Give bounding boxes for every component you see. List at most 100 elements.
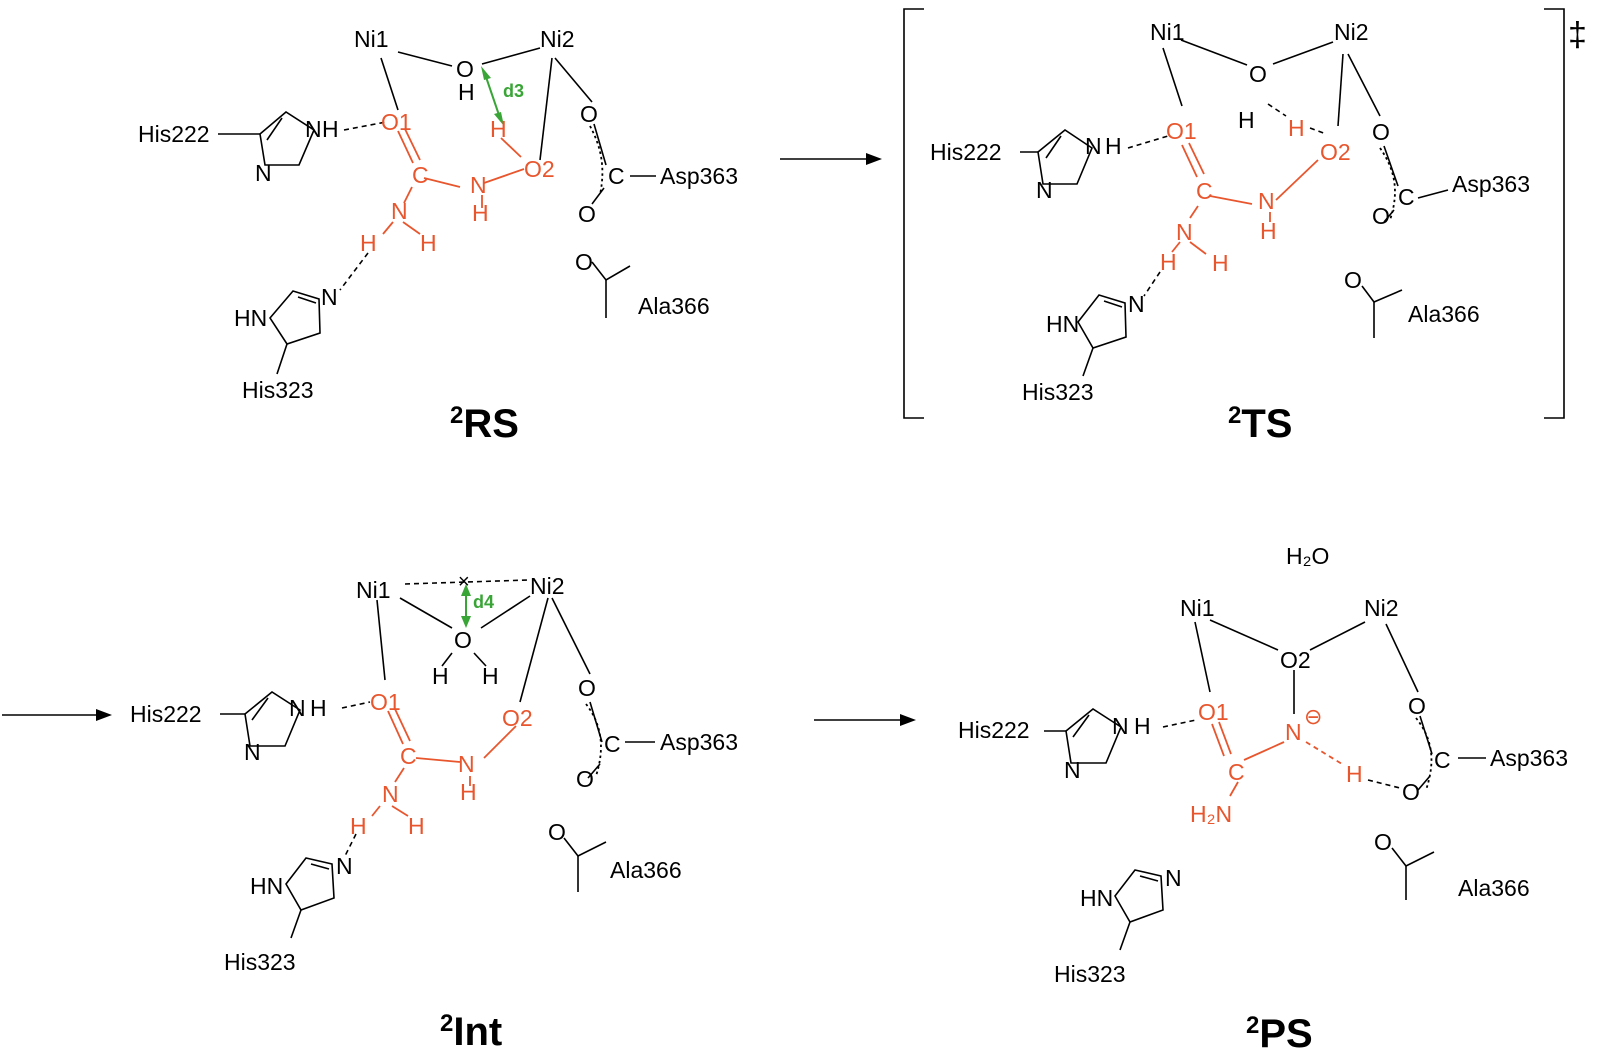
ala-o-label: O <box>1374 829 1392 855</box>
his222-h-label: H <box>310 695 327 721</box>
his222-h-label: H <box>1105 133 1122 159</box>
amide-n-label: N <box>1258 188 1275 214</box>
amide-n-label: N <box>470 172 487 198</box>
asp-c-label: C <box>608 163 625 189</box>
his323-hn-label: HN <box>1080 885 1113 911</box>
asp-c-label: C <box>1398 184 1415 210</box>
left-bracket <box>903 8 924 419</box>
ni1-label: Ni1 <box>1180 595 1215 621</box>
his222-h-label: H <box>1134 713 1151 739</box>
ni1-label: Ni1 <box>354 26 389 52</box>
o1-label: O1 <box>1166 118 1197 144</box>
nh2-h2-label: H <box>420 230 437 256</box>
carbon-label: C <box>1228 759 1245 785</box>
ni2-label: Ni2 <box>540 26 575 52</box>
his222-n2-label: N <box>244 739 261 765</box>
his222-n2-label: N <box>1036 177 1053 203</box>
asp363-label: Asp363 <box>660 729 738 755</box>
carbon-label: C <box>400 743 417 769</box>
panel-rs: Ni1 Ni2 O H d3 His222 N H N O1 C N H O2 … <box>138 26 738 446</box>
nh2-h1-label: H <box>1160 249 1177 275</box>
asp-o2-label: O <box>576 766 594 792</box>
his222-h-label: H <box>322 116 339 142</box>
amide-n-label: N <box>458 751 475 777</box>
ni2-label: Ni2 <box>1334 19 1369 45</box>
his323-n-label: N <box>1165 865 1182 891</box>
transition-dagger: ‡ <box>1568 16 1587 54</box>
carbon-label: C <box>412 162 429 188</box>
his222-n1-label: N <box>305 116 322 142</box>
int-title: 2Int <box>440 1010 502 1054</box>
amide-nh-h-label: H <box>460 779 477 805</box>
ala-o-label: O <box>548 819 566 845</box>
asp-c-label: C <box>1434 747 1451 773</box>
ni1-label: Ni1 <box>356 577 391 603</box>
distance-d3-label: d3 <box>503 81 524 101</box>
asp363-label: Asp363 <box>1490 745 1568 771</box>
his323-n-label: N <box>321 284 338 310</box>
asp-o1-label: O <box>578 675 596 701</box>
negative-charge-icon: ⊖ <box>1304 704 1322 729</box>
nh2-h1-label: H <box>350 813 367 839</box>
o1-label: O1 <box>381 109 412 135</box>
his222-label: His222 <box>138 121 210 147</box>
his222-n2-label: N <box>255 160 272 186</box>
water-h-left-label: H <box>432 663 449 689</box>
water-label: H₂O <box>1286 543 1329 569</box>
asp-c-label: C <box>604 731 621 757</box>
his222-label: His222 <box>958 717 1030 743</box>
ps-title: 2PS <box>1246 1012 1313 1054</box>
his222-n1-label: N <box>1112 713 1129 739</box>
panel-int: × Ni1 Ni2 O H H d4 His222 N H N O1 C N H… <box>130 571 738 1054</box>
nh2-n-label: N <box>391 198 408 224</box>
his323-hn-label: HN <box>234 305 267 331</box>
amide-nh-h-label: H <box>1260 218 1277 244</box>
ni2-label: Ni2 <box>530 573 565 599</box>
anionic-n-label: N <box>1285 719 1302 745</box>
carbon-label: C <box>1196 178 1213 204</box>
o2-label: O2 <box>1320 139 1351 165</box>
nh2-h2-label: H <box>1212 250 1229 276</box>
his222-n2-label: N <box>1064 757 1081 783</box>
nh2-h2-label: H <box>408 813 425 839</box>
asp-o1-label: O <box>1408 693 1426 719</box>
ala366-label: Ala366 <box>610 857 682 883</box>
amine-h2n-label: H₂N <box>1190 801 1232 827</box>
water-o-label: O <box>454 627 472 653</box>
arrowhead-ts-to-int <box>96 709 112 721</box>
his222-n1-label: N <box>1085 133 1102 159</box>
ala366-label: Ala366 <box>1458 875 1530 901</box>
panel-ts: ‡ Ni1 Ni2 O H <box>903 8 1587 446</box>
ala-o-label: O <box>575 249 593 275</box>
his323-n-label: N <box>336 853 353 879</box>
his323-label: His323 <box>1054 961 1126 987</box>
nh2-n-label: N <box>382 781 399 807</box>
o2-h-label: H <box>1288 115 1305 141</box>
his323-n-label: N <box>1128 291 1145 317</box>
rs-title: 2RS <box>450 402 519 446</box>
nh2-n-label: N <box>1176 219 1193 245</box>
nh2-h1-label: H <box>360 230 377 256</box>
ts-title: 2TS <box>1228 402 1292 446</box>
his222-label: His222 <box>930 139 1002 165</box>
ni2-label: Ni2 <box>1364 595 1399 621</box>
asp363-label: Asp363 <box>660 163 738 189</box>
asp-o2-label: O <box>1402 779 1420 805</box>
his222-n1-label: N <box>289 695 306 721</box>
distance-d4-label: d4 <box>473 592 494 612</box>
o1-label: O1 <box>370 689 401 715</box>
panel-ps: H₂O Ni1 Ni2 O2 His222 N H N O1 N ⊖ C H₂N… <box>958 543 1568 1054</box>
o2-h-label: H <box>490 116 507 142</box>
asp363-label: Asp363 <box>1452 171 1530 197</box>
his323-hn-label: HN <box>250 873 283 899</box>
asp-o1-label: O <box>1372 119 1390 145</box>
arrowhead-rs-to-ts <box>866 153 882 165</box>
oxygen-label: O <box>456 56 474 82</box>
o1-label: O1 <box>1198 699 1229 725</box>
o2-label: O2 <box>524 156 555 182</box>
his323-label: His323 <box>1022 379 1094 405</box>
o2-label: O2 <box>502 705 533 731</box>
ni1-label: Ni1 <box>1150 19 1185 45</box>
his323-label: His323 <box>224 949 296 975</box>
